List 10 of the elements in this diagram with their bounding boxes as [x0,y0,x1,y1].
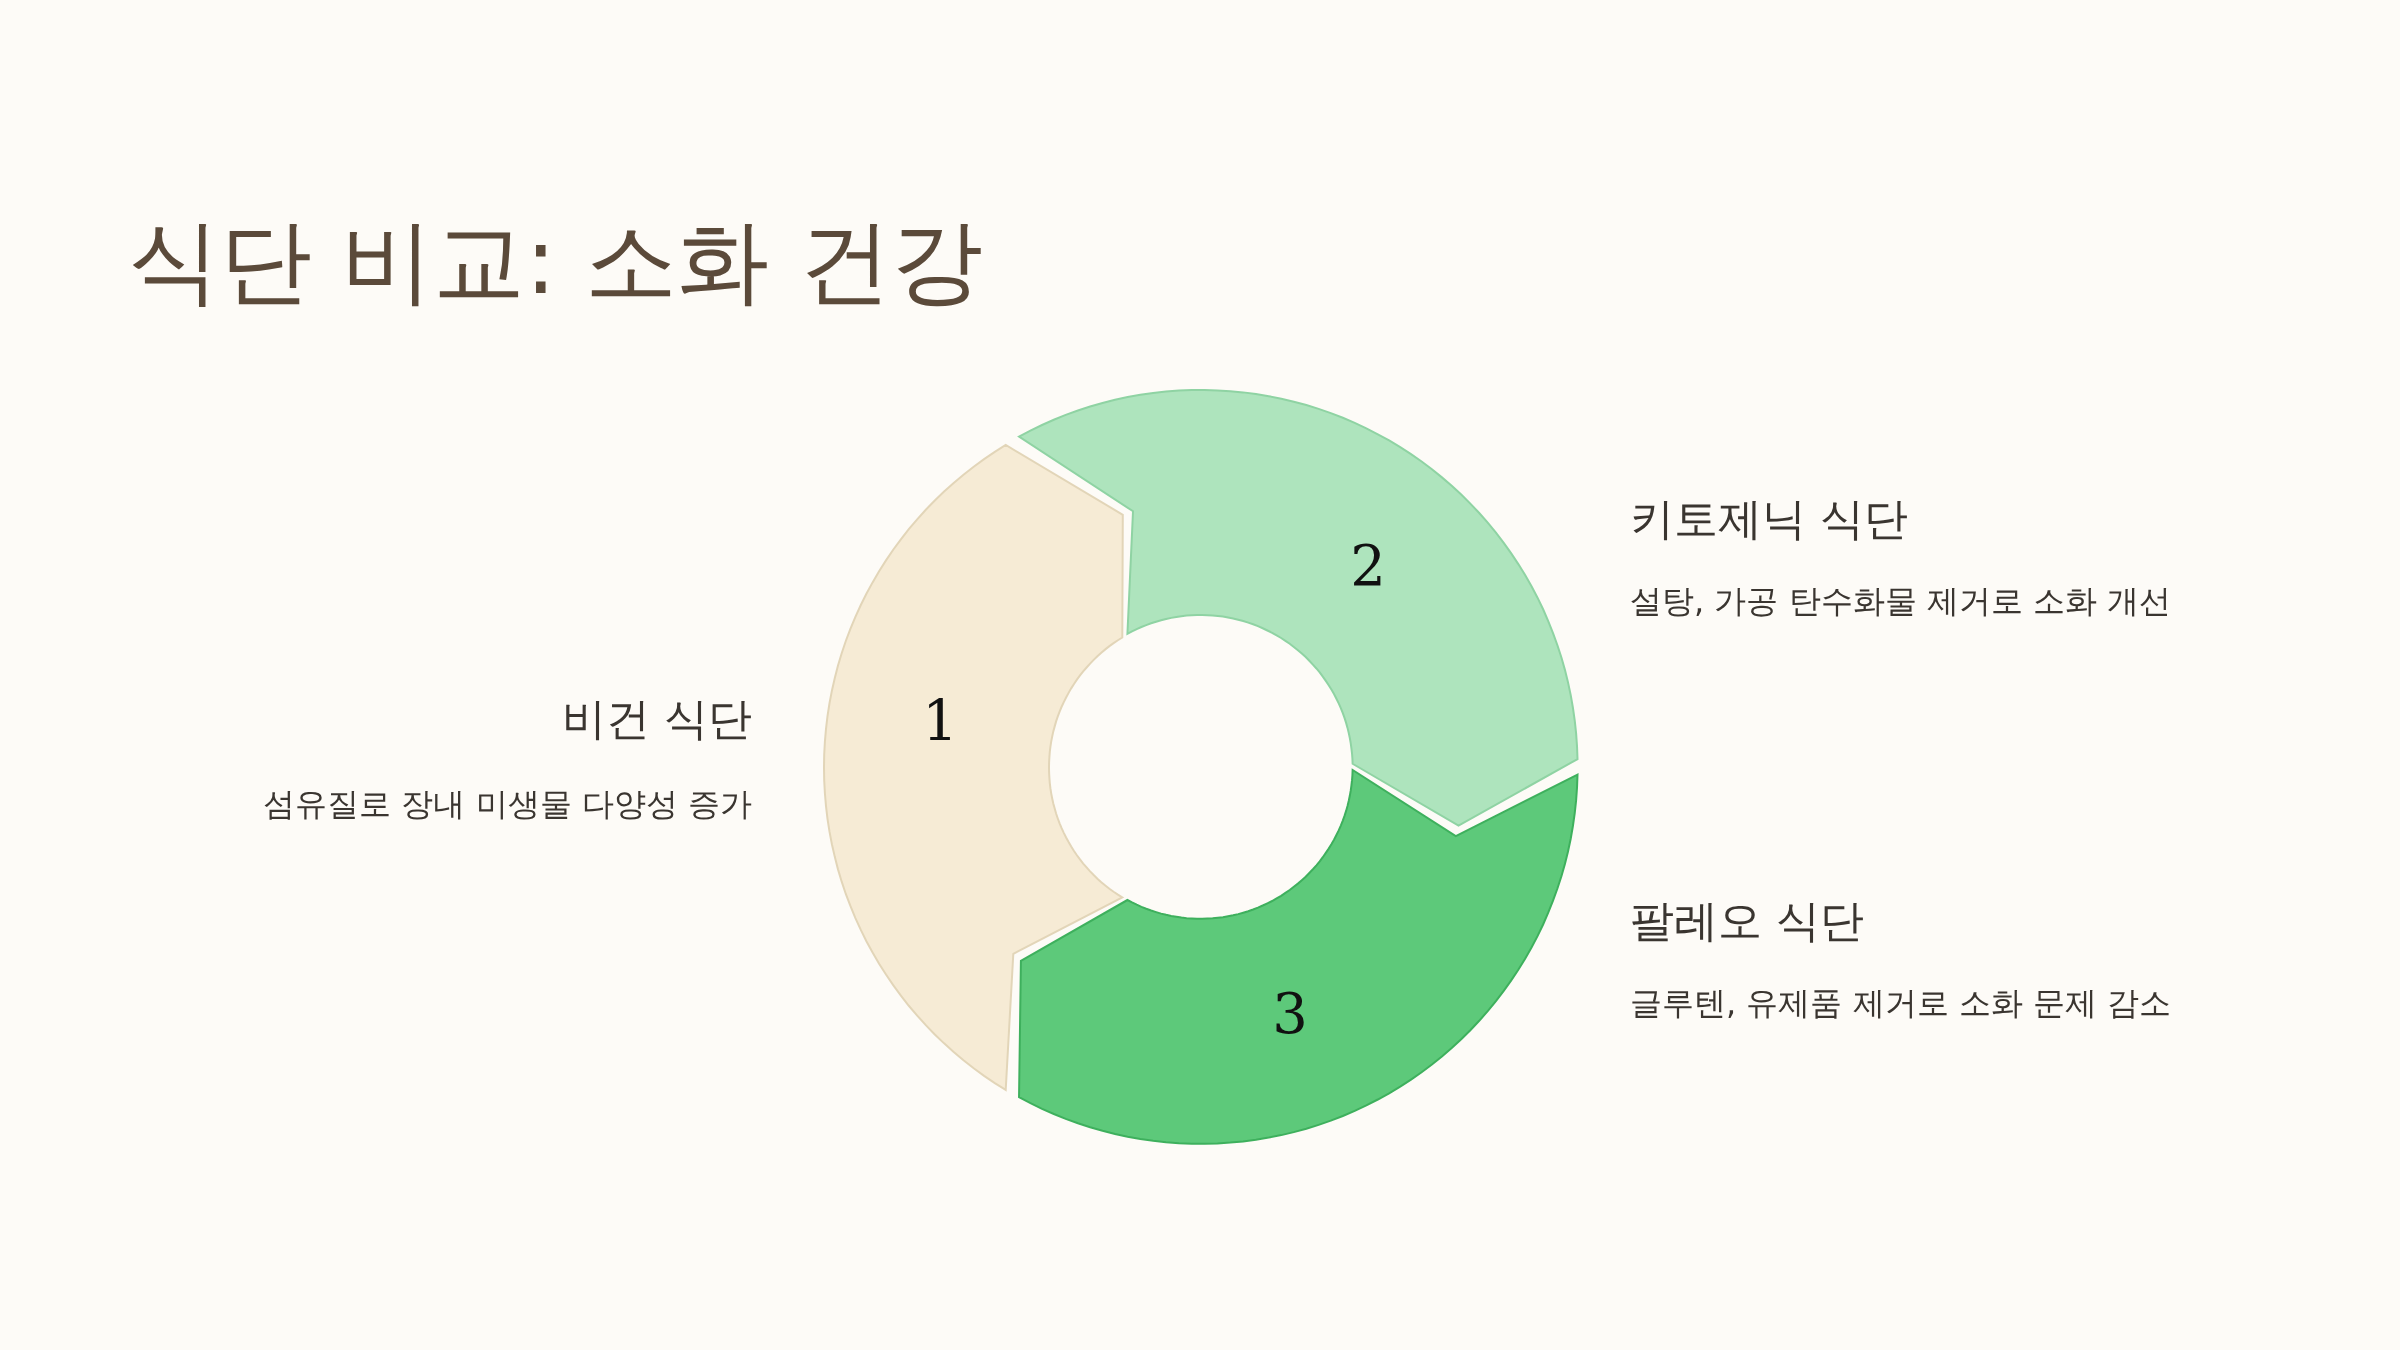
step-heading: 비건 식단 [562,692,752,746]
step-description: 설탕, 가공 탄수화물 제거로 소화 개선 [1630,581,2172,622]
step-heading: 팔레오 식단 [1630,894,1864,948]
title: 식단 비교: 소화 건강 [128,207,983,317]
step-description: 글루텐, 유제품 제거로 소화 문제 감소 [1630,983,2172,1024]
step-number: 3 [1272,980,1308,1046]
step-heading: 키토제닉 식단 [1630,492,1908,546]
step-description: 섬유질로 장내 미생물 다양성 증가 [263,784,752,825]
step-number: 2 [1350,532,1386,598]
step-number: 1 [922,687,958,753]
